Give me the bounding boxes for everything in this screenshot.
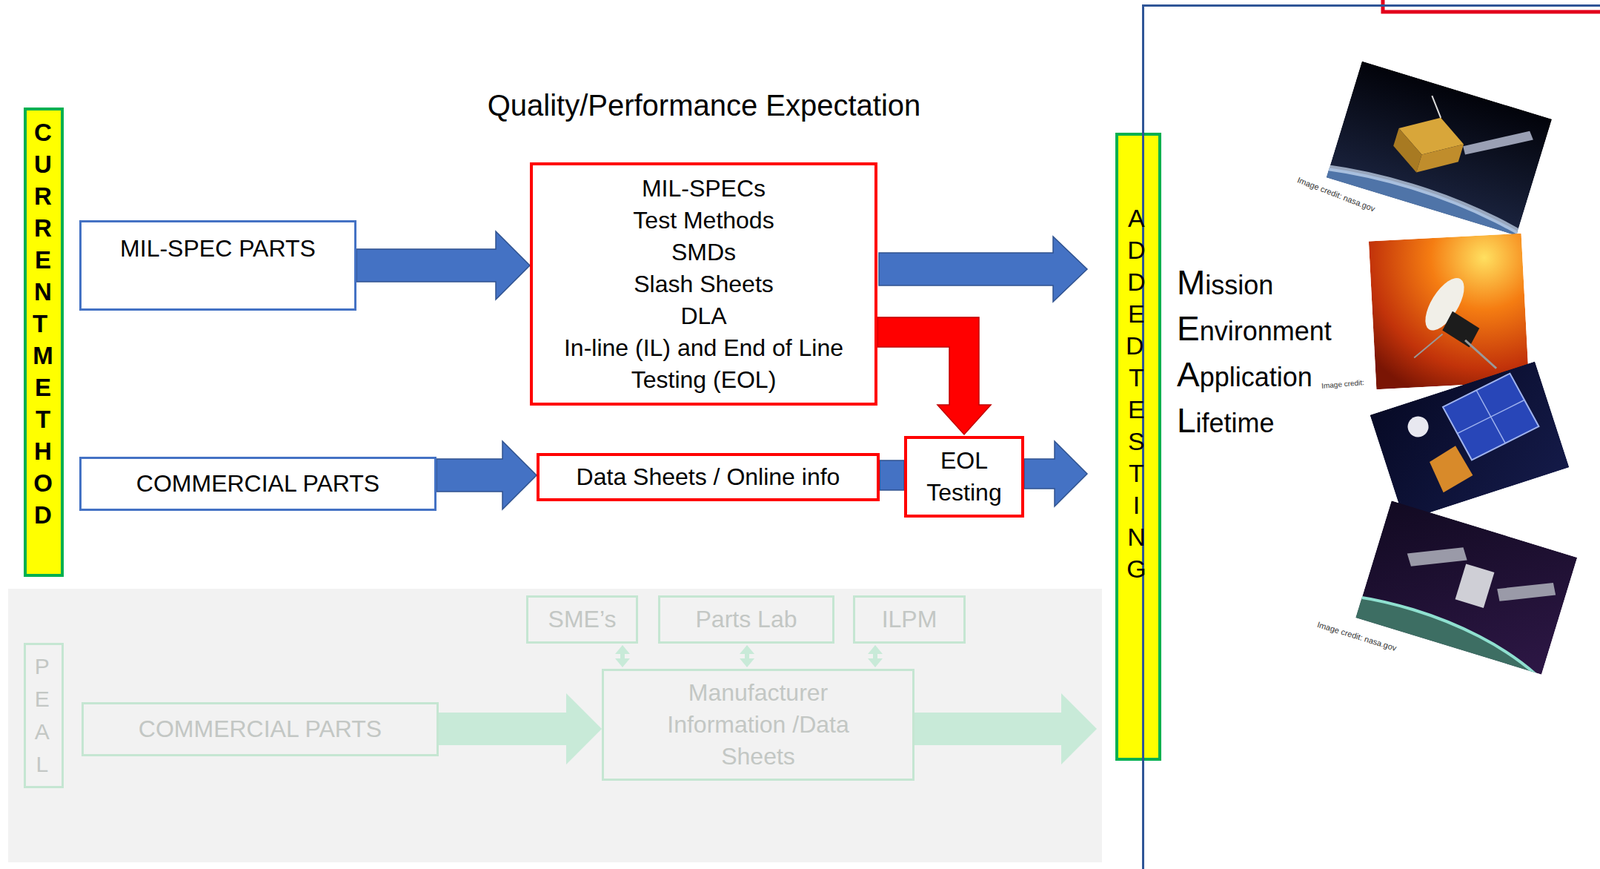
node-text: Lifetime (1176, 398, 1600, 445)
block-arrow (878, 236, 1088, 302)
node-text: Environment (1176, 306, 1600, 353)
node-text: CURRENT METHOD (32, 116, 58, 531)
parts-box: COMMERCIAL PARTS (81, 701, 439, 756)
node-text: Slash Sheets (540, 268, 868, 301)
credit-label: Image credit: nasa.gov (1316, 619, 1398, 653)
block-arrow (436, 440, 537, 510)
node-text: ADDED TESTING (1125, 202, 1151, 585)
resource-box: Parts Lab (658, 595, 835, 644)
node-text: MIL-SPECs (540, 172, 868, 205)
method-band: CURRENT METHOD (23, 107, 64, 577)
node-text: COMMERCIAL PARTS (87, 467, 429, 500)
node-text: Application (1176, 352, 1600, 399)
node-text: Mission (1176, 260, 1600, 307)
double-arrow (867, 644, 883, 667)
satellite-image (1176, 459, 1600, 836)
node-text: MIL-SPEC PARTS (87, 232, 349, 265)
node-text: In-line (IL) and End of Line Testing (EO… (540, 332, 868, 396)
block-arrow (1024, 440, 1088, 507)
faded-band (8, 588, 1102, 862)
test-box: EOL Testing (904, 435, 1025, 518)
credit-label: Image credit: (1321, 377, 1366, 390)
node-text: COMMERCIAL PARTS (89, 712, 431, 745)
block-arrow (914, 692, 1097, 765)
node-text: DLA (540, 300, 868, 333)
parts-box: COMMERCIAL PARTS (79, 456, 437, 511)
peal-band: PEAL (23, 642, 64, 788)
resource-box: ILPM (852, 595, 966, 644)
parts-box: MIL-SPEC PARTS (79, 220, 357, 311)
node-text: Test Methods (540, 204, 868, 237)
block-arrow (438, 692, 602, 765)
probe-image (1368, 233, 1529, 390)
bent-arrow (877, 317, 991, 435)
node-text: SMDs (540, 236, 868, 269)
satellite-image (1370, 361, 1570, 521)
double-arrow (739, 644, 755, 667)
node-text: EOL Testing (913, 444, 1016, 509)
block-bar (879, 460, 905, 490)
node-text: Data Sheets / Online info (545, 460, 871, 493)
node-text: ILPM (861, 603, 958, 636)
testing-band: ADDED TESTING (1115, 132, 1162, 761)
node-text: Manufacturer Information /Data Sheets (648, 676, 868, 773)
source-box: Data Sheets / Online info (536, 452, 880, 501)
diagram-title: Quality/Performance Expectation (487, 87, 922, 124)
double-arrow (615, 644, 630, 667)
node-text: Parts Lab (666, 603, 827, 636)
meal-panel: MissionEnvironmentApplicationLifetime (1142, 4, 1600, 869)
node-text: PEAL (32, 649, 55, 781)
source-box: Manufacturer Information /Data Sheets (601, 668, 915, 781)
credit-label: Image credit: nasa.gov (1296, 174, 1377, 213)
spec-box: MIL-SPECsTest MethodsSMDsSlash SheetsDLA… (529, 162, 878, 406)
resource-box: SME’s (526, 595, 639, 644)
node-text: SME’s (534, 603, 630, 636)
block-arrow (356, 231, 530, 300)
